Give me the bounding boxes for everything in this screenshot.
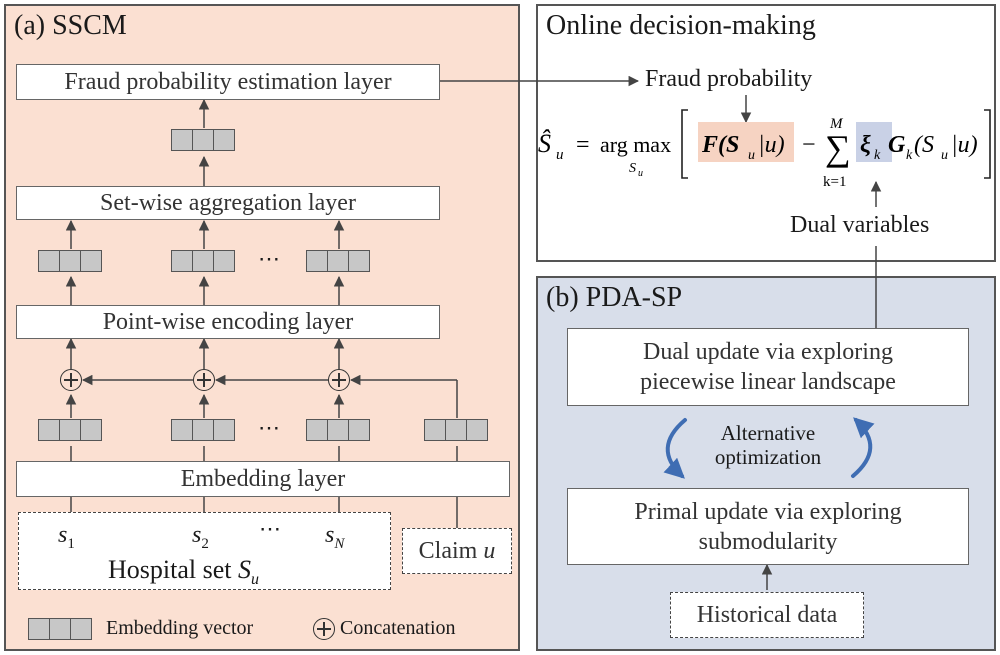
primal-update-line2: submodularity: [698, 528, 838, 555]
embedding-vector-2: [171, 419, 235, 441]
aggregated-embedding-vector: [171, 129, 235, 151]
ellipsis-encoded: ⋯: [258, 246, 280, 271]
hospital-sn: sN: [325, 522, 345, 552]
formula-sum-bottom: k=1: [823, 174, 846, 190]
concatenation-2: [193, 369, 215, 391]
formula-argmax: arg max: [600, 132, 671, 157]
ellipsis-embedding: ⋯: [258, 415, 280, 440]
formula-sum-top: M: [829, 116, 844, 132]
panel-a-title: (a) SSCM: [14, 10, 127, 41]
panel-b-title: (b) PDA-SP: [546, 282, 683, 313]
formula-sum-sign: ∑: [825, 128, 851, 168]
fraud-probability-label: Fraud probability: [645, 66, 813, 92]
claim-embedding-vector: [424, 419, 488, 441]
concatenation-n: [328, 369, 350, 391]
formula-xi: ξ: [860, 132, 871, 158]
f-term-highlight: [698, 122, 794, 162]
formula-g-sub: k: [906, 148, 913, 163]
formula-g-args-sub: u: [941, 148, 948, 163]
dual-update-box: Dual update via exploring piecewise line…: [567, 328, 969, 406]
xi-highlight: [856, 122, 892, 162]
hospital-set-box: [18, 512, 391, 590]
legend-concatenation-icon: [313, 618, 335, 640]
online-title: Online decision-making: [546, 10, 816, 41]
legend-embedding-icon: [28, 618, 92, 640]
formula-g-args: (S: [914, 132, 934, 158]
point-wise-encoding-layer: Point-wise encoding layer: [16, 305, 440, 339]
formula-g-args-end: |u): [951, 132, 978, 158]
concatenation-1: [60, 369, 82, 391]
formula-lhs-sub: u: [556, 147, 564, 163]
encoded-embedding-vector-2: [171, 250, 235, 272]
encoded-embedding-vector-1: [38, 250, 102, 272]
formula-f-end: |u): [758, 132, 785, 158]
decision-formula: Ŝ u = arg max S u F(S u |u) − M ∑ k=1 ξ…: [538, 109, 991, 190]
dual-variables-label: Dual variables: [790, 212, 930, 238]
set-wise-aggregation-layer: Set-wise aggregation layer: [16, 186, 440, 220]
formula-minus: −: [802, 132, 816, 158]
encoded-embedding-vector-n: [306, 250, 370, 272]
historical-data-box: Historical data: [670, 592, 864, 638]
alternative-optimization-label: Alternative optimization: [714, 421, 822, 469]
embedding-vector-n: [306, 419, 370, 441]
formula-f-sub: u: [748, 148, 755, 163]
embedding-layer: Embedding layer: [16, 461, 510, 497]
primal-update-line1: Primal update via exploring: [634, 498, 902, 525]
dual-update-line2: piecewise linear landscape: [640, 369, 896, 395]
formula-argmax-sub-sub: u: [638, 168, 643, 179]
legend-concatenation-label: Concatenation: [340, 617, 456, 639]
embedding-vector-1: [38, 419, 102, 441]
hospital-s1: s1: [58, 522, 75, 552]
formula-xi-sub: k: [874, 148, 881, 163]
claim-box: Claim u: [402, 528, 512, 574]
ellipsis-hospitals: ⋯: [259, 516, 281, 541]
legend-embedding-label: Embedding vector: [106, 617, 254, 639]
formula-lhs: Ŝ: [538, 129, 551, 158]
dual-update-line1: Dual update via exploring: [643, 339, 893, 365]
hospital-s2: s2: [192, 522, 209, 552]
formula-argmax-sub: S: [629, 161, 636, 176]
formula-g: G: [888, 132, 906, 158]
formula-eq: =: [576, 132, 590, 158]
fraud-probability-estimation-layer: Fraud probability estimation layer: [16, 64, 440, 100]
formula-f: F(S: [701, 132, 739, 158]
hospital-set-label: Hospital set Su: [108, 555, 259, 589]
primal-update-box: Primal update via exploring submodularit…: [567, 488, 969, 565]
